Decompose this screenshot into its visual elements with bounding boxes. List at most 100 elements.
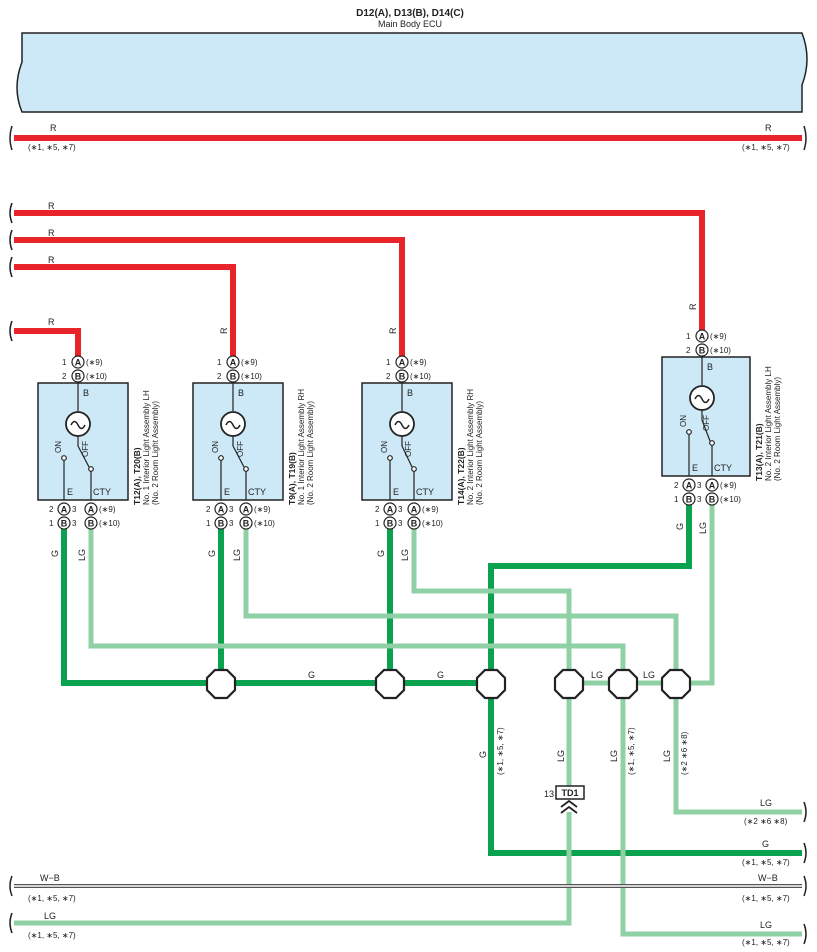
- pin-variant: (∗10): [720, 495, 741, 504]
- pin-b-bottom-letter: B: [387, 519, 394, 529]
- pin-b-top-letter: B: [399, 372, 406, 382]
- wire-label-g: G: [437, 670, 444, 680]
- pin-number: 2: [674, 481, 679, 490]
- wire-label-lg: LG: [556, 750, 566, 762]
- pin-a-top-letter: A: [399, 358, 406, 368]
- on-label: ON: [211, 441, 220, 453]
- pin-b-bottom: [407, 516, 421, 530]
- pin-b-top-letter: B: [230, 372, 237, 382]
- note: (∗1, ∗5, ∗7): [496, 727, 505, 775]
- terminal-e-label: E: [692, 463, 698, 473]
- break-marks: [9, 801, 807, 945]
- ecu-title: D12(A), D13(B), D14(C): [356, 8, 464, 19]
- pin-number: 3: [229, 519, 234, 528]
- pin-number: 1: [686, 332, 691, 341]
- pin-b-bottom: [383, 516, 397, 530]
- terminal-cty-label: CTY: [714, 463, 732, 473]
- pin-b-bottom-letter: B: [61, 519, 68, 529]
- break-mark: [9, 125, 13, 151]
- pin-number: 2: [49, 505, 54, 514]
- wire-label-lg: LG: [609, 750, 619, 762]
- pin-variant: (∗9): [720, 481, 737, 490]
- note: (∗1, ∗5, ∗7): [742, 938, 790, 947]
- r-wire-to-switch-4: [14, 210, 705, 331]
- wire-label-wb: W−B: [758, 873, 778, 883]
- wire-label-lg: LG: [760, 920, 772, 930]
- pin-variant: (∗9): [241, 358, 258, 367]
- note-left: (∗1, ∗5, ∗7): [28, 143, 76, 152]
- junction: [553, 668, 585, 700]
- pin-b-bottom-letter: B: [88, 519, 95, 529]
- pin-number: 1: [217, 358, 222, 367]
- junction: [660, 668, 692, 700]
- svg-text:LG: LG: [400, 549, 410, 561]
- component-name: No. 1 Interior Light Assembly RH: [297, 389, 306, 505]
- pin-variant: (∗10): [254, 519, 275, 528]
- switch-box: [37, 382, 129, 501]
- svg-text:G: G: [50, 550, 60, 557]
- pin-number: 3: [398, 505, 403, 514]
- ecu-box: [16, 32, 808, 113]
- pin-a-bottom: [682, 478, 696, 492]
- switch-lever: [77, 445, 90, 468]
- connector-pin: 13: [544, 789, 554, 799]
- pin-variant: (∗9): [86, 358, 103, 367]
- pin-a-bottom: [84, 502, 98, 516]
- pin-b-top-letter: B: [699, 346, 706, 356]
- pin-a-bottom: [383, 502, 397, 516]
- terminal-cty-label: CTY: [416, 487, 434, 497]
- pin-b-bottom: [84, 516, 98, 530]
- wire-label-g: G: [308, 670, 315, 680]
- r-wire-to-switch-3: [14, 237, 405, 356]
- note: (∗2 ∗6 ∗8): [680, 731, 689, 775]
- break-marks: [9, 202, 13, 342]
- pin-variant: (∗9): [710, 332, 727, 341]
- component-subname: (No. 2 Room Light Assembly): [151, 401, 160, 505]
- contact-on: [387, 455, 393, 461]
- connector-chevron-icon: [560, 799, 578, 814]
- pin-a-bottom-letter: A: [686, 481, 693, 491]
- on-label: ON: [679, 415, 688, 427]
- pin-number: 1: [386, 358, 391, 367]
- pin-a-top: [71, 355, 85, 369]
- pin-a-bottom: [57, 502, 71, 516]
- component-id: T9(A), T19(B): [287, 452, 297, 505]
- vertical-wire-labels: G LG G LG G LG G LG: [50, 522, 708, 561]
- pin-variant: (∗10): [410, 372, 431, 381]
- note: (∗1, ∗5, ∗7): [742, 894, 790, 903]
- pin-a-bottom: [214, 502, 228, 516]
- pin-b-top: [695, 343, 709, 357]
- wire-label-r: R: [48, 317, 55, 327]
- terminal-b-label: B: [238, 388, 244, 398]
- pin-b-bottom: [214, 516, 228, 530]
- pin-a-bottom-letter: A: [88, 505, 95, 515]
- off-label: OFF: [404, 441, 413, 457]
- pin-a-bottom-letter: A: [411, 505, 418, 515]
- connector-name: TD1: [561, 788, 578, 798]
- terminal-e-label: E: [393, 487, 399, 497]
- wire-label-r: R: [388, 327, 398, 334]
- terminal-b-label: B: [83, 388, 89, 398]
- pin-number: 3: [72, 505, 77, 514]
- pin-number: 1: [49, 519, 54, 528]
- component-name: No. 2 Interior Light Assembly LH: [764, 366, 773, 481]
- pin-number: 3: [229, 505, 234, 514]
- r-wire-to-switch-2: [14, 264, 236, 356]
- terminal-e-label: E: [67, 487, 73, 497]
- g-wire-switch-4: [488, 494, 802, 856]
- contact-on: [61, 455, 67, 461]
- component-id: T13(A), T21(B): [754, 423, 764, 481]
- pin-variant: (∗10): [99, 519, 120, 528]
- pin-a-bottom-letter: A: [243, 505, 250, 515]
- contact-on: [218, 455, 224, 461]
- junction: [205, 668, 237, 700]
- component-id: T12(A), T20(B): [132, 447, 142, 505]
- contact-off: [411, 466, 417, 472]
- pin-a-top-letter: A: [230, 358, 237, 368]
- pin-number: 1: [62, 358, 67, 367]
- pin-number: 1: [674, 495, 679, 504]
- component-subname: (No. 2 Room Light Assembly): [475, 401, 484, 505]
